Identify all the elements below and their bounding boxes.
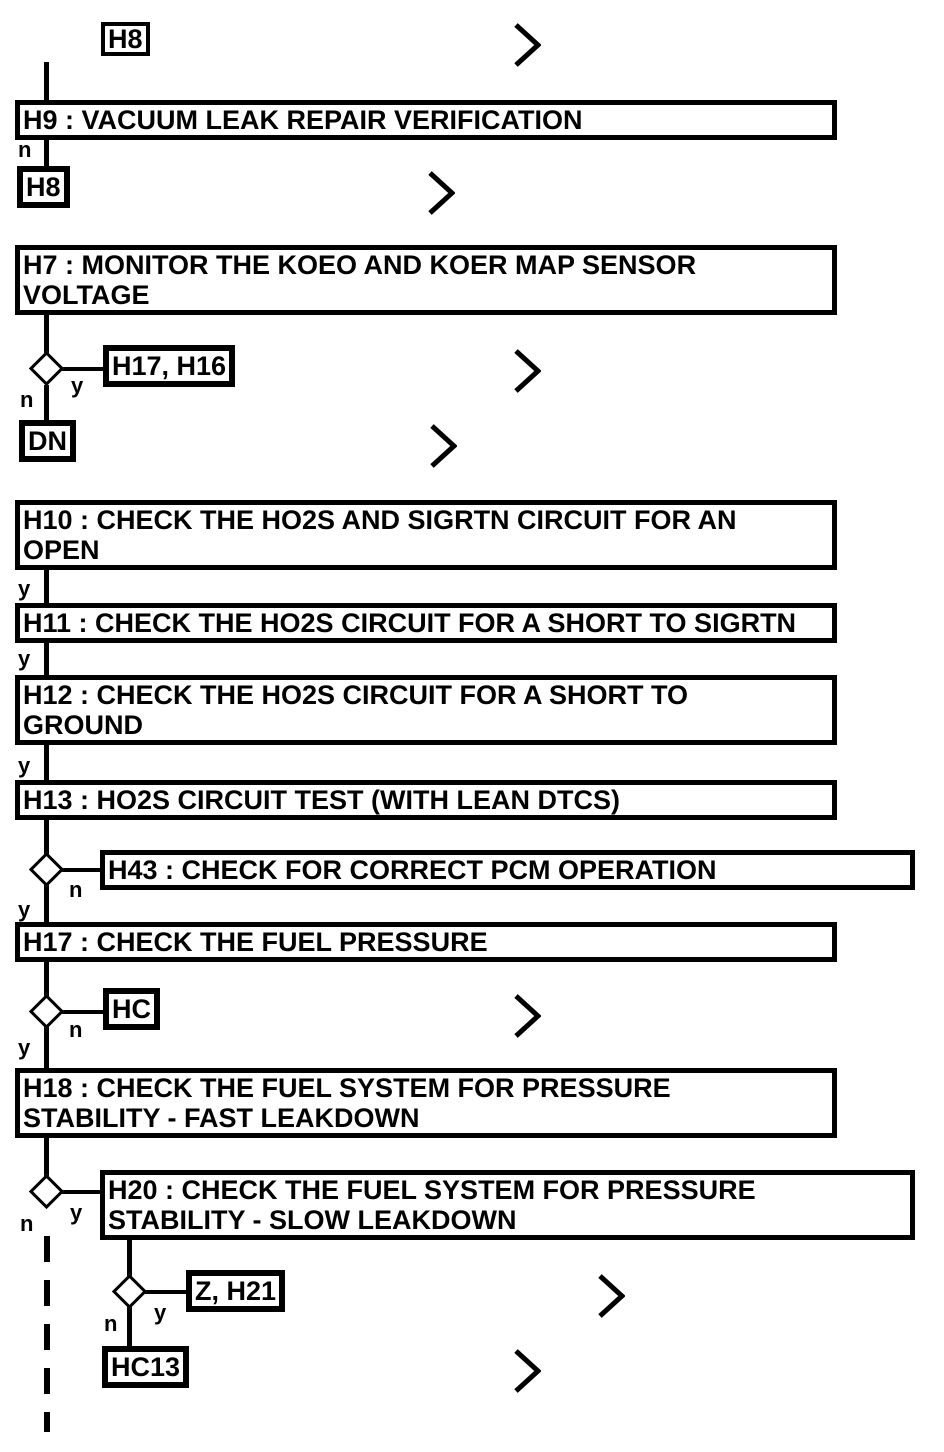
- connector-line: [46, 868, 100, 872]
- step-box-h20[interactable]: H20 : CHECK THE FUEL SYSTEM FOR PRESSURE…: [100, 1170, 915, 1240]
- connector-line: [44, 643, 49, 675]
- no-label: n: [69, 877, 83, 902]
- yes-label: y: [18, 1035, 31, 1060]
- ref-box-h17-h16[interactable]: H17, H16: [103, 345, 236, 387]
- connector-line: [44, 1138, 49, 1192]
- no-label: n: [69, 1017, 83, 1042]
- decision-diamond-4: [28, 1173, 65, 1210]
- continue-chevron-icon[interactable]: [513, 22, 541, 68]
- step-box-h11[interactable]: H11 : CHECK THE HO2S CIRCUIT FOR A SHORT…: [15, 603, 837, 643]
- step-box-h17[interactable]: H17 : CHECK THE FUEL PRESSURE: [15, 922, 837, 962]
- connector-dashed-line: [44, 1236, 50, 1432]
- no-label: n: [18, 137, 32, 162]
- yes-label: y: [70, 1200, 83, 1225]
- connector-line: [127, 1240, 132, 1292]
- ref-box-hc13[interactable]: HC13: [102, 1346, 190, 1388]
- connector-line: [44, 1012, 49, 1068]
- connector-line: [44, 962, 49, 1012]
- no-label: n: [20, 387, 34, 412]
- decision-diamond-3: [28, 993, 65, 1030]
- connector-line: [44, 870, 49, 922]
- yes-label: y: [18, 576, 31, 601]
- no-label: n: [104, 1311, 118, 1336]
- continue-chevron-icon[interactable]: [597, 1273, 625, 1319]
- step-box-h7[interactable]: H7 : MONITOR THE KOEO AND KOER MAP SENSO…: [15, 245, 837, 315]
- ref-box-dn[interactable]: DN: [19, 420, 76, 462]
- ref-box-hc[interactable]: HC: [103, 988, 160, 1030]
- step-box-h43[interactable]: H43 : CHECK FOR CORRECT PCM OPERATION: [100, 850, 915, 890]
- yes-label: y: [18, 753, 31, 778]
- no-label: n: [20, 1211, 34, 1236]
- connector-line: [44, 62, 49, 101]
- connector-line: [44, 315, 49, 369]
- connector-line: [44, 570, 49, 603]
- connector-line: [44, 820, 49, 870]
- continue-chevron-icon[interactable]: [513, 993, 541, 1039]
- connector-line: [44, 745, 49, 780]
- connector-line: [46, 1010, 103, 1014]
- step-box-h12[interactable]: H12 : CHECK THE HO2S CIRCUIT FOR A SHORT…: [15, 675, 837, 745]
- step-box-h10[interactable]: H10 : CHECK THE HO2S AND SIGRTN CIRCUIT …: [15, 500, 837, 570]
- ref-box-z-h21[interactable]: Z, H21: [186, 1270, 286, 1312]
- connector-line: [127, 1292, 132, 1346]
- continue-chevron-icon[interactable]: [513, 1348, 541, 1394]
- yes-label: y: [18, 897, 31, 922]
- ref-box-h8-top[interactable]: H8: [101, 22, 150, 56]
- step-box-h18[interactable]: H18 : CHECK THE FUEL SYSTEM FOR PRESSURE…: [15, 1068, 837, 1138]
- step-box-h9[interactable]: H9 : VACUUM LEAK REPAIR VERIFICATION: [15, 100, 837, 140]
- connector-line: [44, 385, 49, 422]
- connector-line: [130, 1290, 186, 1294]
- continue-chevron-icon[interactable]: [427, 170, 455, 216]
- continue-chevron-icon[interactable]: [429, 423, 457, 469]
- decision-diamond-5: [111, 1273, 148, 1310]
- decision-diamond-2: [28, 851, 65, 888]
- connector-line: [46, 367, 105, 371]
- connector-line: [46, 1190, 100, 1194]
- yes-label: y: [18, 646, 31, 671]
- yes-label: y: [154, 1300, 167, 1325]
- connector-line: [44, 138, 49, 168]
- step-box-h13[interactable]: H13 : HO2S CIRCUIT TEST (WITH LEAN DTCS): [15, 780, 837, 820]
- ref-box-h8[interactable]: H8: [17, 166, 70, 208]
- decision-diamond-1: [28, 350, 65, 387]
- continue-chevron-icon[interactable]: [513, 348, 541, 394]
- yes-label: y: [71, 373, 84, 398]
